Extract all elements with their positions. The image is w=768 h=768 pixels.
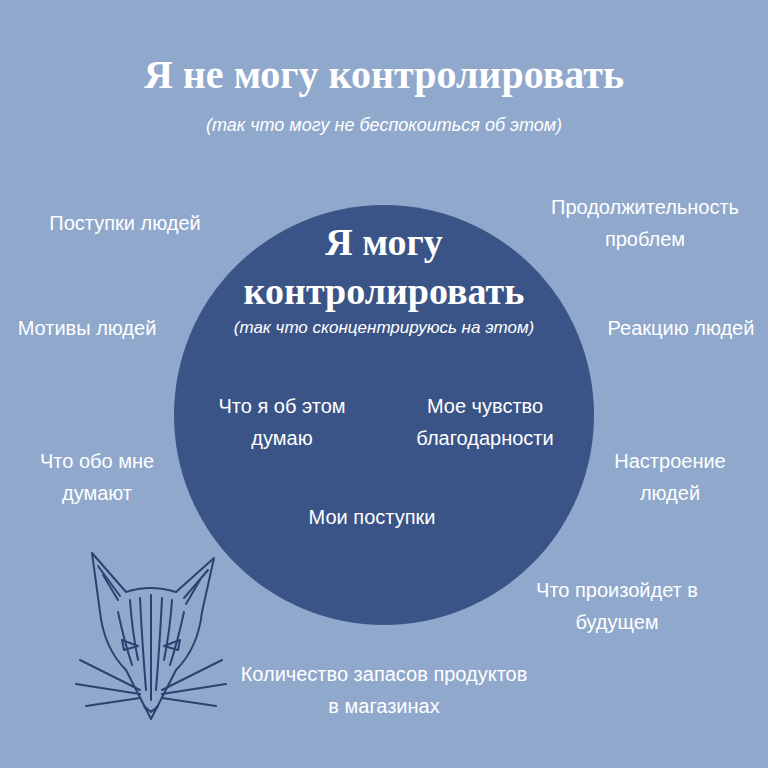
outer-item: Продолжительность проблем (530, 191, 760, 255)
outer-item: Количество запасов продуктов в магазинах (239, 658, 529, 722)
outer-item: Реакцию людей (606, 312, 756, 344)
subtitle-note: (так что могу не беспокоиться об этом) (84, 114, 684, 137)
inner-item: Мое чувство благодарности (395, 390, 575, 454)
outer-item: Настроение людей (585, 445, 755, 509)
outer-item: Мотивы людей (17, 312, 157, 344)
outer-item: Что обо мне думают (12, 445, 182, 509)
circle-heading: Я могу контролировать (214, 218, 554, 317)
outer-item: Что произойдет в будущем (517, 574, 717, 638)
control-circle: Я могу контролировать(так что сконцентри… (174, 205, 594, 625)
inner-item: Мои поступки (282, 501, 462, 533)
page-title: Я не могу контролировать (14, 51, 754, 99)
circle-note: (так что сконцентрируюсь на этом) (204, 317, 564, 339)
circle-fill (174, 205, 594, 625)
outer-item: Поступки людей (45, 207, 205, 239)
inner-item: Что я об этом думаю (197, 390, 367, 454)
